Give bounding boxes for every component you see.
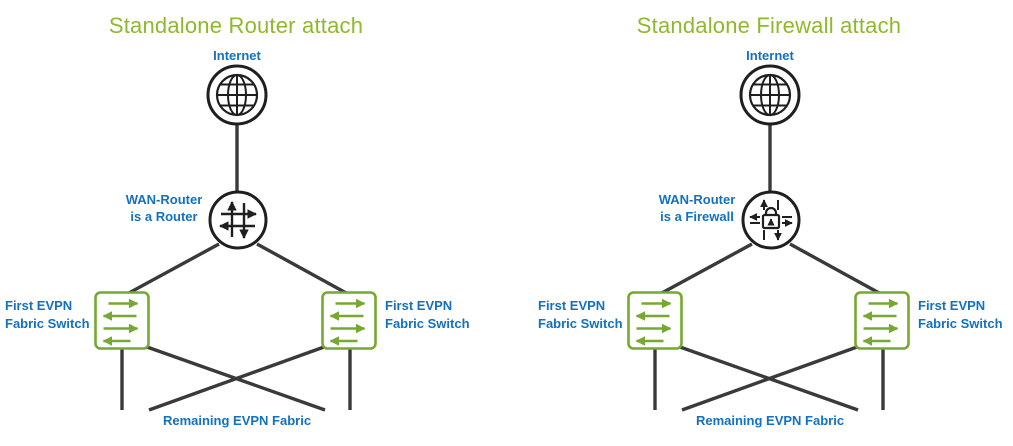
link-cross-right-to-left (148, 345, 325, 412)
globe-icon (206, 64, 268, 126)
firewall-diagram-graphics (629, 64, 909, 412)
firewall-icon (741, 190, 801, 250)
link-wan-to-right-switch (789, 242, 882, 296)
lock-icon (761, 206, 781, 230)
link-wan-to-left-switch (659, 242, 753, 296)
link-wan-to-right-switch (256, 242, 349, 296)
switch-icon (323, 293, 376, 349)
link-cross-right-to-left (681, 345, 858, 412)
router-icon (208, 190, 268, 250)
link-wan-to-left-switch (126, 242, 220, 296)
router-diagram-graphics (96, 64, 376, 412)
switch-icon (96, 293, 149, 349)
switch-icon (856, 293, 909, 349)
globe-icon (739, 64, 801, 126)
switch-icon (629, 293, 682, 349)
